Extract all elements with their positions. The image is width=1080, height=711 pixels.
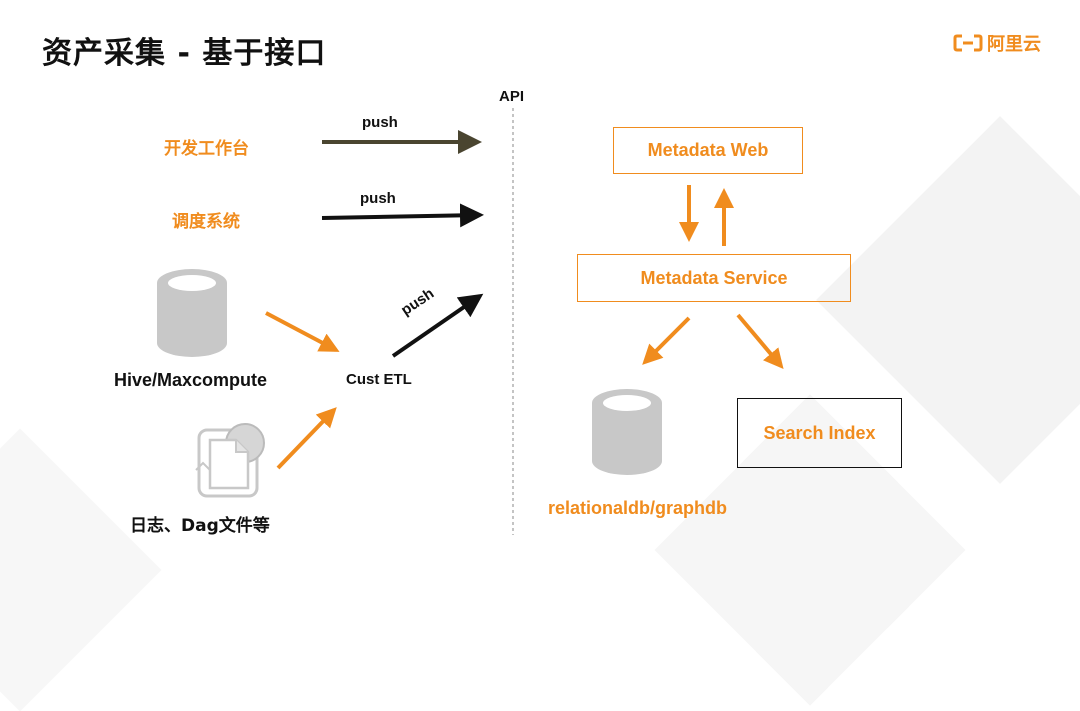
metadata-service-box: Metadata Service (577, 254, 851, 302)
push-arrow-scheduler (321, 203, 484, 228)
hive-to-etl-arrow (265, 311, 340, 352)
push-arrow-etl (391, 293, 484, 358)
database-icon (592, 389, 662, 475)
push-label-scheduler: push (360, 190, 396, 207)
source-logs-label: 日志、Dag文件等 (130, 516, 270, 536)
brand-logo: 阿里云 (953, 32, 1041, 55)
source-scheduler-label: 调度系统 (172, 212, 240, 232)
database-icon (157, 269, 227, 357)
source-workbench-label: 开发工作台 (164, 139, 249, 159)
logs-to-etl-arrow (276, 407, 337, 470)
api-label: API (499, 88, 525, 105)
search-index-box: Search Index (737, 398, 902, 468)
cust-etl-label: Cust ETL (346, 371, 412, 388)
logo-text: 阿里云 (987, 34, 1041, 55)
source-hive-label: Hive/Maxcompute (114, 370, 268, 390)
service-to-db-arrow (642, 316, 691, 365)
diagram-canvas (157, 108, 784, 535)
aliyun-logo-icon (953, 34, 983, 52)
file-icon (195, 423, 265, 498)
metadata-web-box: Metadata Web (613, 127, 803, 174)
service-to-search-arrow (736, 313, 784, 370)
push-label-workbench: push (362, 114, 398, 131)
relational-db-label: relationaldb/graphdb (548, 498, 728, 518)
page-title: 资产采集 - 基于接口 (42, 36, 327, 71)
